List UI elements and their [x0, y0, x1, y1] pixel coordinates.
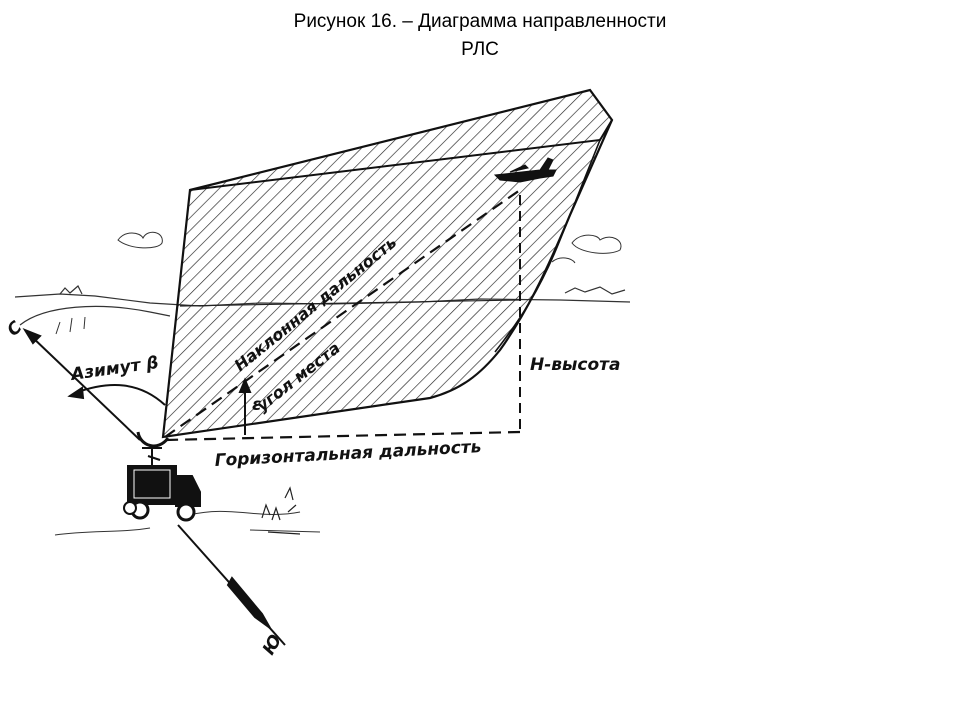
horizontal-range-label: Горизонтальная дальность [214, 437, 482, 471]
azimuth-label: Азимут β [68, 353, 160, 385]
south-label: Ю [259, 631, 286, 658]
caption-line-2: РЛС [461, 39, 499, 60]
bushes [261, 486, 301, 535]
beam-pattern [161, 88, 614, 439]
radar-truck-icon [123, 431, 201, 522]
aircraft-icon [493, 157, 557, 183]
caption-line-1: Рисунок 16. – Диаграмма направленности [293, 11, 667, 32]
compass-arrow-icon [177, 524, 286, 646]
horizontal-range-line [164, 430, 521, 442]
azimuth-arc [67, 384, 166, 406]
north-arrow [22, 327, 141, 441]
figure-caption: Рисунок 16. – Диаграмма направленности Р… [0, 8, 960, 64]
slant-range-line [164, 189, 521, 438]
elevation-arrow [238, 377, 252, 435]
height-label: Н-высота [530, 355, 621, 375]
epsilon-label: ε [252, 395, 261, 415]
north-label: С [3, 317, 26, 340]
